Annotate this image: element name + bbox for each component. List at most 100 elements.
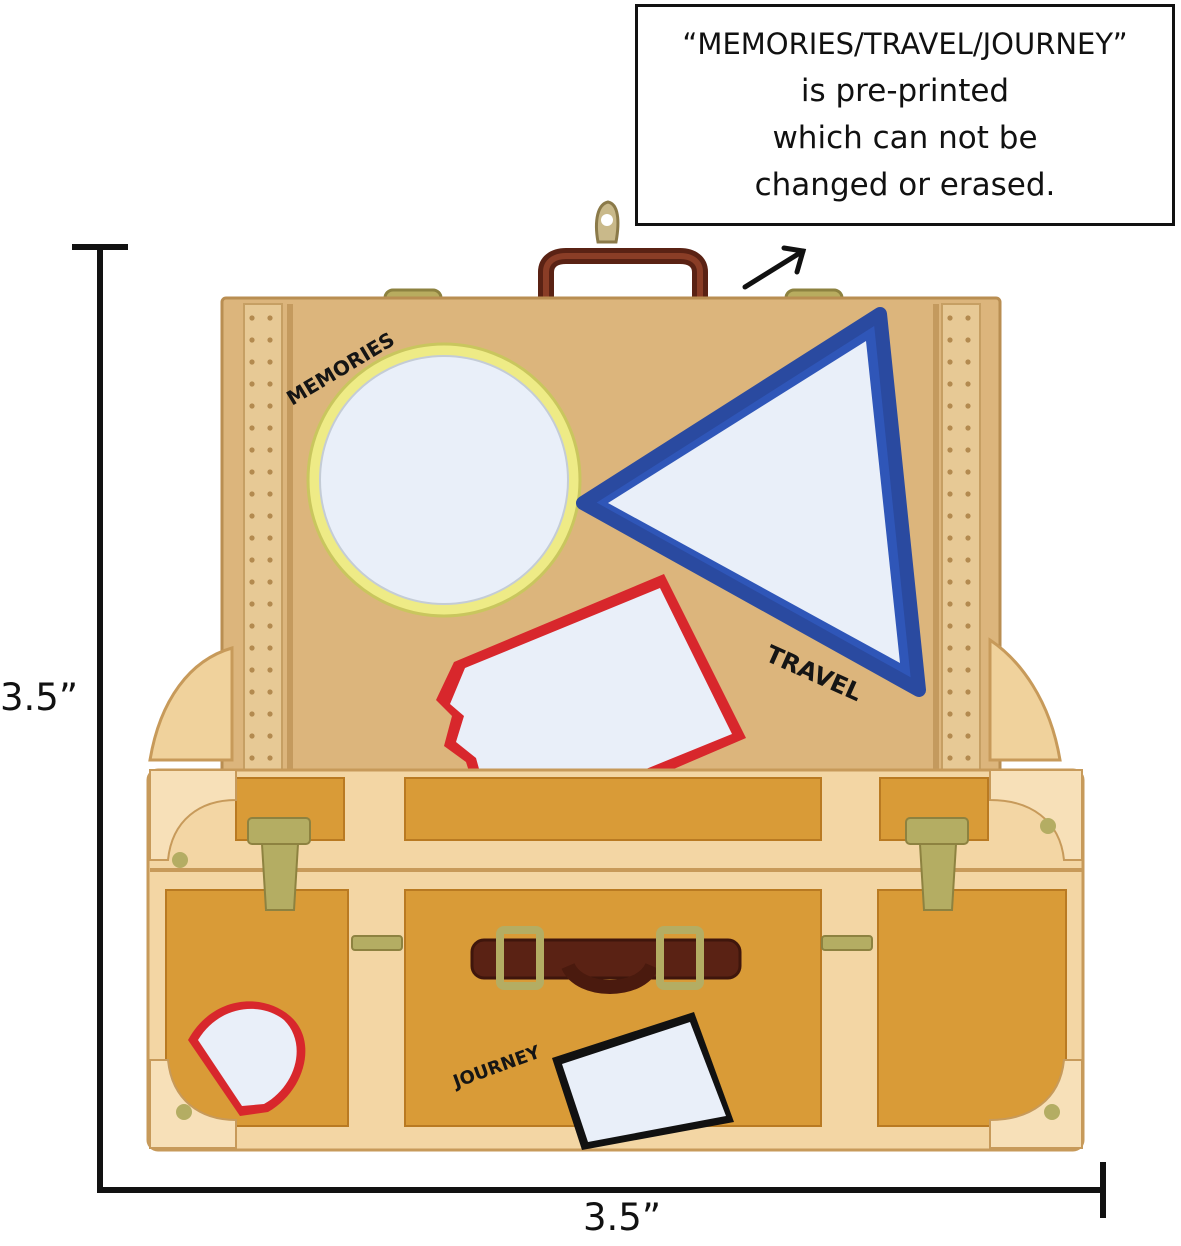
rivet-dot	[249, 667, 255, 673]
note-line: which can not be	[772, 120, 1038, 156]
width-dimension-label: 3.5”	[583, 1196, 662, 1239]
hanger-loop-icon	[594, 200, 620, 244]
triangle-sticker	[576, 307, 926, 697]
rivet-dot	[965, 535, 971, 541]
rivet-dot	[249, 425, 255, 431]
rivet-dot	[947, 403, 953, 409]
rivet-dot	[267, 579, 273, 585]
rivet-dot	[965, 359, 971, 365]
rivet-dot	[947, 359, 953, 365]
circle-sticker	[306, 342, 582, 618]
rivet-dot	[965, 513, 971, 519]
rivet-dot	[965, 337, 971, 343]
rivet-dot	[965, 689, 971, 695]
rivet-dot	[965, 755, 971, 761]
rivet-dot	[267, 403, 273, 409]
rivet-dot	[249, 623, 255, 629]
note-line: “MEMORIES/TRAVEL/JOURNEY”	[682, 27, 1128, 61]
rivet-dot	[947, 491, 953, 497]
rivet-dot	[267, 381, 273, 387]
rivet-dot	[947, 755, 953, 761]
rivet-dot	[249, 601, 255, 607]
front-handle	[470, 926, 742, 994]
rivet-dot	[249, 711, 255, 717]
rivet-dot	[965, 315, 971, 321]
rivet-dot	[249, 755, 255, 761]
rivet-dot	[965, 601, 971, 607]
trunk-body	[146, 768, 1085, 1152]
rivet-dot	[249, 689, 255, 695]
rivet-dot	[267, 535, 273, 541]
rivet-dot	[267, 425, 273, 431]
rivet-dot	[249, 579, 255, 585]
rivet-dot	[267, 645, 273, 651]
preprinted-note-box: “MEMORIES/TRAVEL/JOURNEY” is pre-printed…	[635, 4, 1175, 226]
rivet-dot	[965, 711, 971, 717]
rivet-dot	[249, 447, 255, 453]
note-line: is pre-printed	[800, 73, 1010, 109]
rivet-dot	[267, 557, 273, 563]
rivet-dot	[947, 315, 953, 321]
rivet-dot	[947, 601, 953, 607]
rivet-dot	[965, 403, 971, 409]
lid-rivets	[249, 315, 971, 761]
rivet-dot	[947, 513, 953, 519]
lid-tag-sticker	[436, 574, 746, 806]
rivet-dot	[249, 469, 255, 475]
rivet-dot	[267, 359, 273, 365]
rivet-dot	[267, 491, 273, 497]
rivet-dot	[267, 755, 273, 761]
rivet-dot	[249, 403, 255, 409]
trunk-latches	[172, 817, 1060, 1120]
rivet-dot	[947, 425, 953, 431]
rivet-dot	[249, 557, 255, 563]
rivet-dot	[267, 337, 273, 343]
rivet-dot	[965, 381, 971, 387]
rivet-dot	[267, 667, 273, 673]
rivet-dot	[267, 733, 273, 739]
rivet-dot	[249, 337, 255, 343]
rivet-dot	[267, 689, 273, 695]
rivet-dot	[965, 469, 971, 475]
rivet-dot	[947, 535, 953, 541]
rivet-dot	[965, 425, 971, 431]
rivet-dot	[965, 733, 971, 739]
rivet-dot	[965, 579, 971, 585]
rivet-dot	[947, 337, 953, 343]
dimension-guides	[72, 244, 1106, 1218]
rivet-dot	[267, 601, 273, 607]
rivet-dot	[267, 513, 273, 519]
rivet-dot	[249, 315, 255, 321]
rivet-dot	[249, 359, 255, 365]
height-dimension-label: 3.5”	[0, 676, 79, 719]
rivet-dot	[947, 733, 953, 739]
rivet-dot	[947, 557, 953, 563]
rivet-dot	[947, 689, 953, 695]
arrow-up-right-icon	[742, 245, 807, 290]
rivet-dot	[947, 667, 953, 673]
rivet-dot	[249, 535, 255, 541]
rivet-dot	[267, 711, 273, 717]
rivet-dot	[947, 381, 953, 387]
rivet-dot	[249, 381, 255, 387]
trunk-rim	[148, 637, 1062, 762]
rivet-dot	[965, 667, 971, 673]
rivet-dot	[965, 557, 971, 563]
note-line: changed or erased.	[754, 167, 1056, 203]
rivet-dot	[249, 513, 255, 519]
rivet-dot	[965, 645, 971, 651]
rivet-dot	[267, 315, 273, 321]
rivet-dot	[965, 491, 971, 497]
rivet-dot	[965, 623, 971, 629]
journey-tag-sticker	[552, 1012, 734, 1150]
rivet-dot	[267, 469, 273, 475]
rivet-dot	[249, 491, 255, 497]
rivet-dot	[947, 447, 953, 453]
rivet-dot	[947, 579, 953, 585]
rivet-dot	[947, 623, 953, 629]
shield-sticker	[188, 1001, 306, 1116]
rivet-dot	[249, 645, 255, 651]
rivet-dot	[249, 733, 255, 739]
lid-handle	[538, 248, 708, 300]
